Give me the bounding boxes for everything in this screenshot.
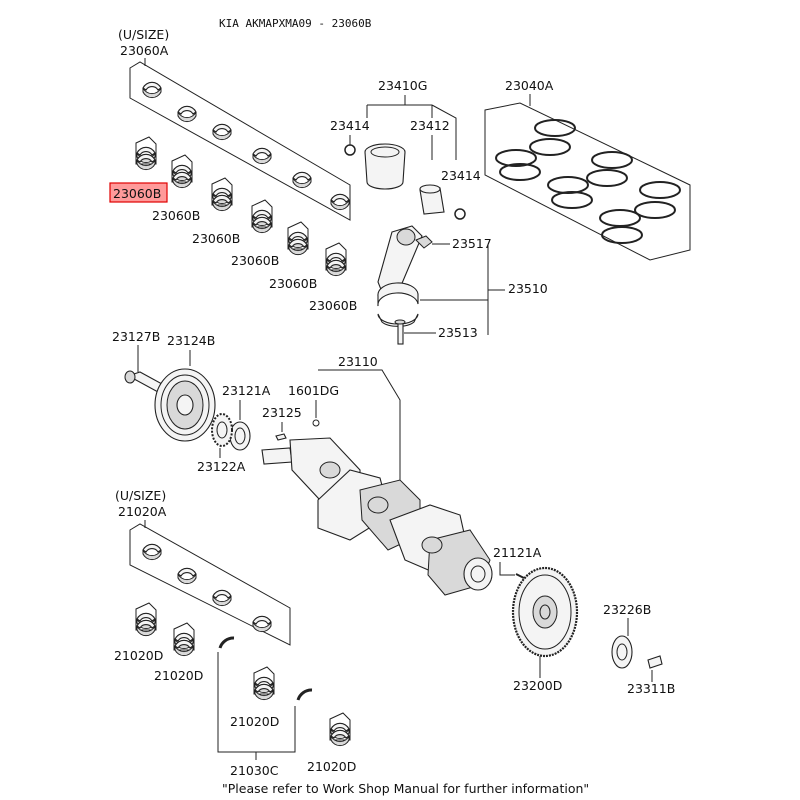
- snap-ring-a: [344, 144, 356, 156]
- rod-cap: [377, 313, 419, 327]
- timing-gear-23122A: [211, 413, 233, 447]
- label-23510: 23510: [508, 281, 548, 296]
- header-text: KIA AKMAPXMA09 - 23060B: [219, 17, 372, 30]
- drive-plate-23200D: [511, 566, 579, 658]
- bearing-shells-row-bottom: [142, 543, 272, 633]
- label-23412: 23412: [410, 118, 450, 133]
- key-23125: [275, 433, 287, 441]
- bolt-23311B: [647, 655, 663, 669]
- label-23060B-3[interactable]: 23060B: [231, 253, 279, 268]
- snap-ring-b: [454, 208, 466, 220]
- pin-21121A: [515, 573, 525, 579]
- bearing-set-23060A: [129, 61, 351, 221]
- label-21030C: 21030C: [230, 763, 279, 778]
- label-21020D-3: 21020D: [230, 714, 279, 729]
- piston-pin: [419, 184, 445, 215]
- label-23513: 23513: [438, 325, 478, 340]
- bolt-23127B: [124, 370, 163, 393]
- label-21020D-2: 21020D: [154, 668, 203, 683]
- label-23200D: 23200D: [513, 678, 562, 693]
- label-21020D-1: 21020D: [114, 648, 163, 663]
- piston: [364, 143, 406, 190]
- label-23124B: 23124B: [167, 333, 215, 348]
- label-23060B-1[interactable]: 23060B: [152, 208, 200, 223]
- label-23121A: 23121A: [222, 383, 271, 398]
- label-23125: 23125: [262, 405, 302, 420]
- piston-rings: [495, 119, 681, 244]
- label-23122A: 23122A: [197, 459, 246, 474]
- label-23127B: 23127B: [112, 329, 160, 344]
- footer-note: "Please refer to Work Shop Manual for fu…: [222, 781, 589, 796]
- connecting-rod: [377, 225, 423, 307]
- label-21020A: 21020A: [118, 504, 167, 519]
- label-23040A: 23040A: [505, 78, 554, 93]
- adapter-plate-23226B: [611, 635, 633, 669]
- label-23414-a: 23414: [330, 118, 370, 133]
- label-21121A: 21121A: [493, 545, 542, 560]
- label-23110: 23110: [338, 354, 378, 369]
- bearing-23060B-3[interactable]: [212, 178, 232, 211]
- thrust-washer-right: [296, 688, 313, 701]
- bearing-23060B-4[interactable]: [252, 200, 272, 233]
- label-23517: 23517: [452, 236, 492, 251]
- bearing-23060B-2[interactable]: [172, 155, 192, 188]
- label-23060B-4[interactable]: 23060B: [269, 276, 317, 291]
- highlight-box-23060B: [109, 182, 168, 203]
- bushing-23517: [415, 235, 433, 249]
- bearing-21020D-2: [174, 623, 194, 656]
- label-usize-top: (U/SIZE): [118, 27, 169, 42]
- label-23060B-5[interactable]: 23060B: [309, 298, 357, 313]
- bearing-21020D-4: [330, 713, 350, 746]
- label-23410G: 23410G: [378, 78, 427, 93]
- label-23060A: 23060A: [120, 43, 169, 58]
- label-23226B: 23226B: [603, 602, 651, 617]
- label-1601DG: 1601DG: [288, 383, 339, 398]
- plug-1601DG: [312, 419, 320, 427]
- rod-bolt-23513: [394, 319, 406, 345]
- label-23060B-2[interactable]: 23060B: [192, 231, 240, 246]
- thrust-washer-left: [218, 636, 235, 649]
- bearing-set-21020A: [129, 523, 291, 646]
- label-23311B: 23311B: [627, 681, 675, 696]
- bearing-23060B-5[interactable]: [288, 222, 308, 255]
- label-23414-b: 23414: [441, 168, 481, 183]
- crank-sprocket-23121A: [229, 421, 251, 451]
- damper-pulley-23124B: [154, 368, 216, 442]
- label-usize-bottom: (U/SIZE): [115, 488, 166, 503]
- label-21020D-4: 21020D: [307, 759, 356, 774]
- piston-ring-set: [484, 102, 691, 261]
- label-23060B-highlighted[interactable]: 23060B: [113, 186, 161, 201]
- bearing-23060B-1[interactable]: [136, 137, 156, 170]
- bearing-21020D-1: [136, 603, 156, 636]
- bearing-21020D-3: [254, 667, 274, 700]
- bearing-shells-row-top: [142, 81, 350, 211]
- bearing-23060B-6[interactable]: [326, 243, 346, 276]
- crankshaft-23110: [261, 437, 493, 596]
